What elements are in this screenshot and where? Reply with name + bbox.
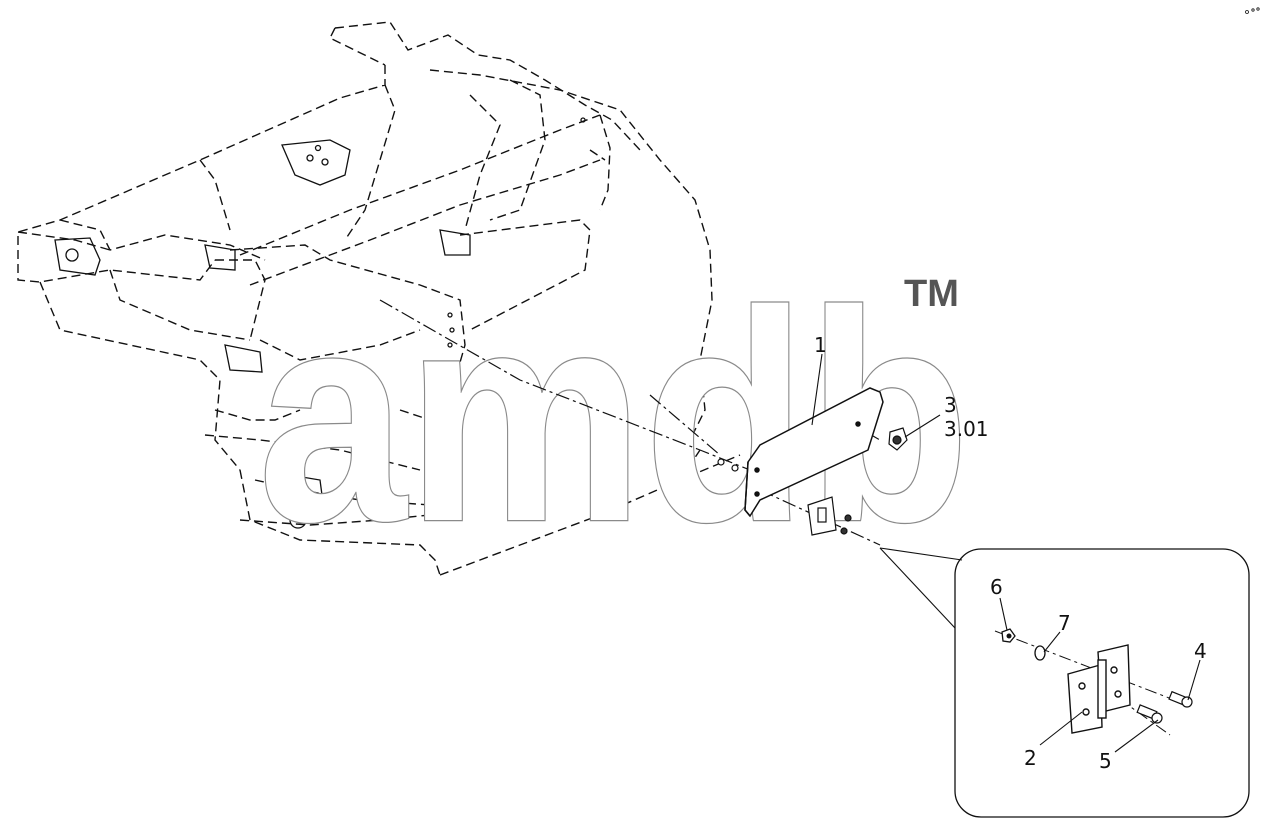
watermark-trademark: TM — [904, 273, 959, 315]
bolt-detail-4 — [1168, 690, 1193, 708]
callout-leaders — [811, 353, 1201, 753]
bolt-detail-5 — [1136, 704, 1163, 724]
callout-labels: 1 3 3.01 6 7 4 2 5 — [814, 333, 1207, 773]
callout-3-01: 3.01 — [944, 417, 989, 441]
callout-3: 3 — [944, 393, 957, 417]
detail-view — [879, 547, 1250, 818]
cover-plate — [744, 387, 884, 518]
washer-detail — [1034, 645, 1046, 661]
callout-5: 5 — [1099, 749, 1112, 773]
callout-2: 2 — [1024, 746, 1037, 770]
callout-4: 4 — [1194, 639, 1207, 663]
corner-mark — [1245, 7, 1260, 14]
callout-7: 7 — [1058, 611, 1071, 635]
fasteners — [717, 427, 908, 536]
vehicle-frame — [17, 21, 741, 576]
frame-details — [54, 117, 596, 529]
callout-6: 6 — [990, 575, 1003, 599]
callout-1: 1 — [814, 333, 827, 357]
